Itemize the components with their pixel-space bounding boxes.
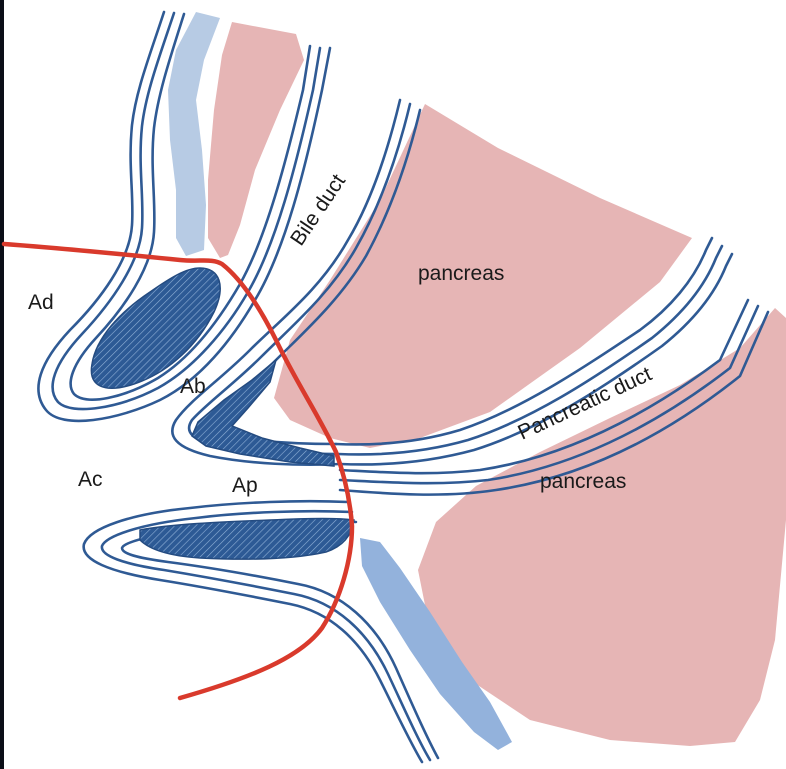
label-pancreas-upper: pancreas (418, 262, 504, 285)
label-ac: Ac (78, 468, 103, 491)
label-ab: Ab (180, 375, 206, 398)
label-ad: Ad (28, 291, 54, 314)
label-ap: Ap (232, 474, 258, 497)
label-pancreas-lower: pancreas (540, 470, 626, 493)
